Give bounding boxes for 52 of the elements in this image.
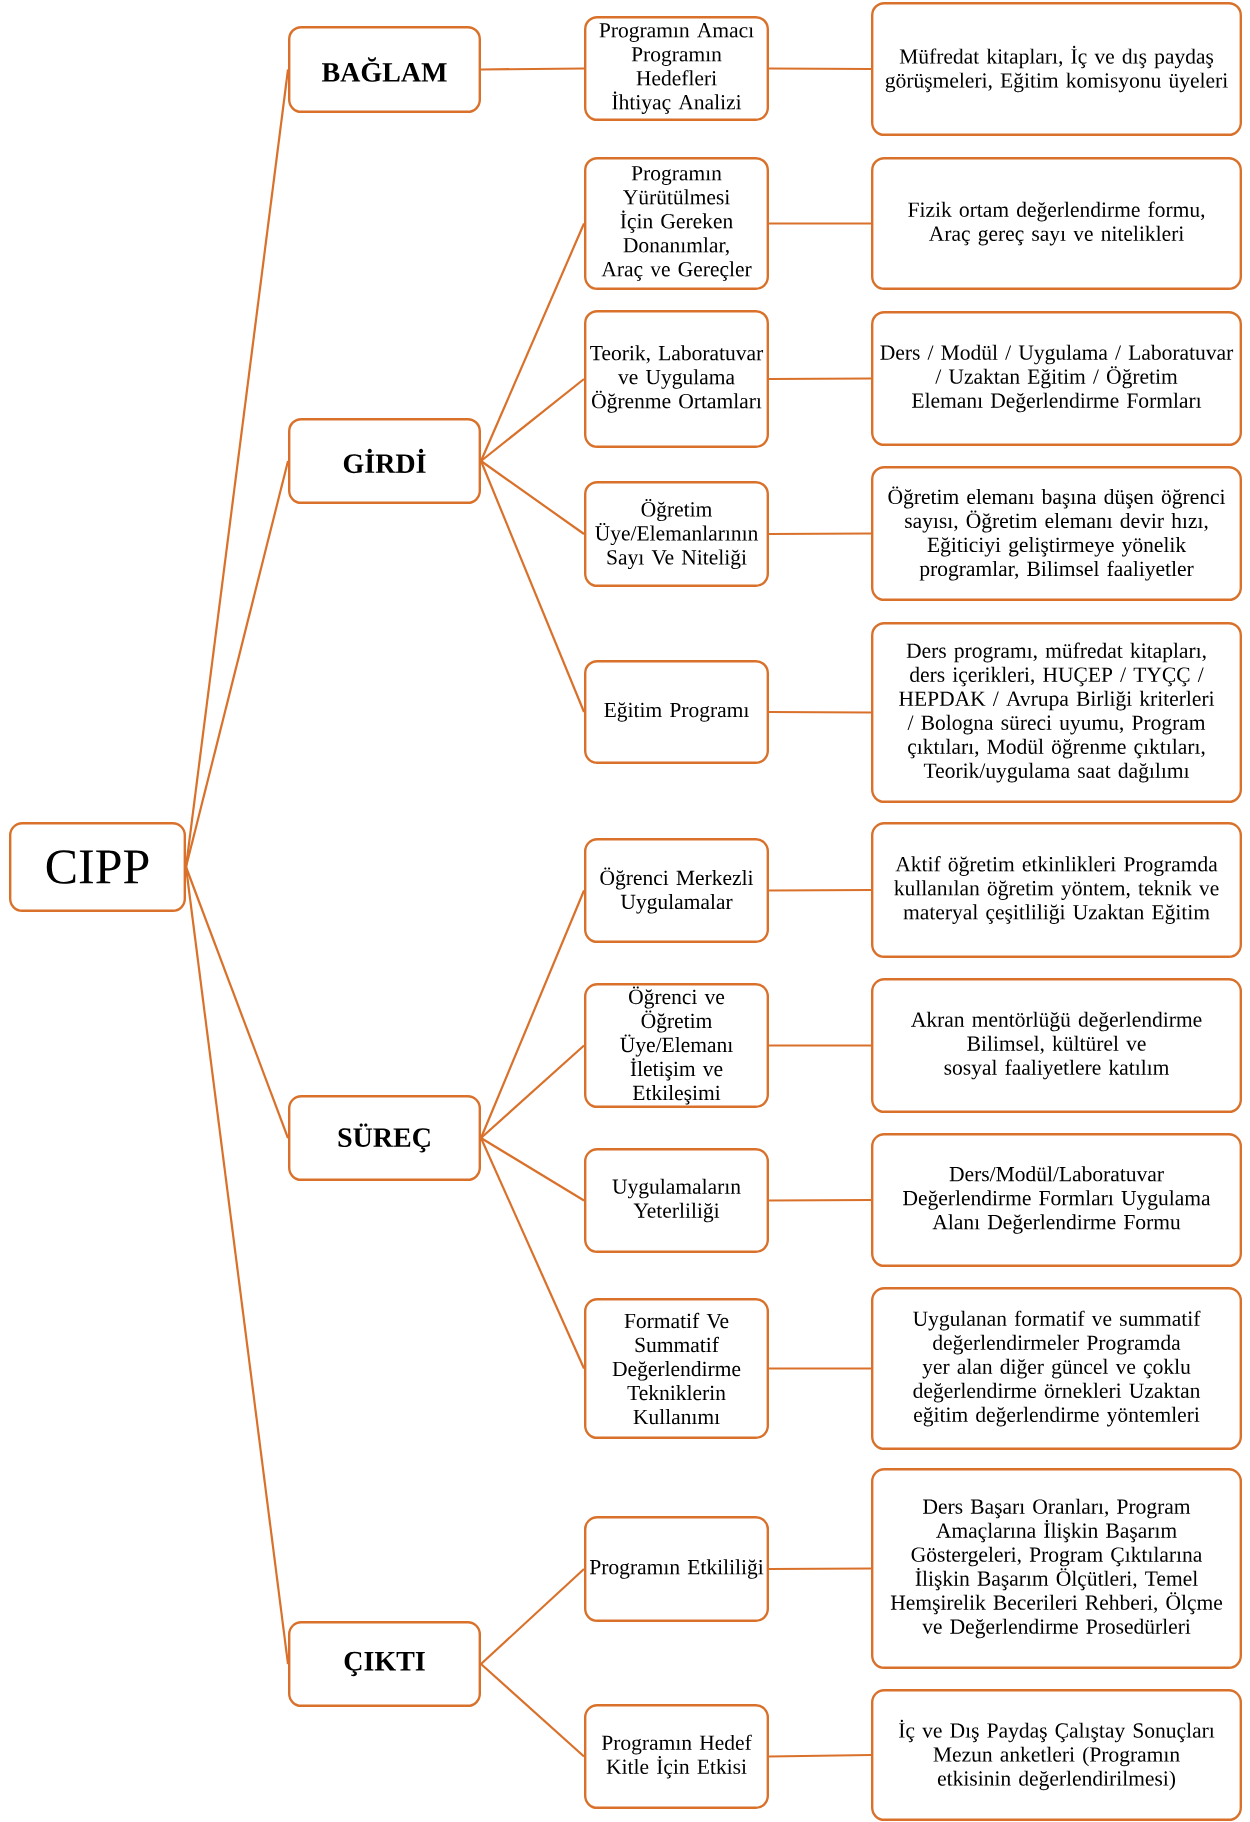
detail-box: Öğretim elemanı başına düşen öğrenci sayısı, Öğretim elemanı devir hızı, Eğiticiyi geliştirmeye yönelik programlar, Bilimsel faaliyetler: [871, 466, 1242, 601]
phase-box: BAĞLAM: [288, 26, 481, 113]
root-box: CIPP: [9, 822, 186, 912]
item-box: Uygulamaların Yeterliliği: [584, 1148, 769, 1253]
connector-line: [480, 460, 585, 535]
phase-box: GİRDİ: [288, 418, 481, 504]
item-box: Eğitim Programı: [584, 660, 769, 764]
item-box: Programın Hedef Kitle İçin Etkisi: [584, 1704, 769, 1809]
connector-line: [480, 1663, 585, 1758]
connector-line: [184, 460, 290, 868]
connector-line: [769, 1044, 871, 1047]
connector-line: [480, 460, 586, 713]
item-box: Programın Yürütülmesi İçin Gereken Donanımlar, Araç ve Gereçler: [584, 157, 769, 290]
detail-box: Müfredat kitapları, İç ve dış paydaş görüşmeleri, Eğitim komisyonu üyeleri: [871, 2, 1242, 136]
connector-line: [481, 67, 585, 71]
detail-box: Akran mentörlüğü değerlendirme Bilimsel, kültürel ve sosyal faaliyetlere katılım: [871, 978, 1242, 1113]
item-box: Formatif Ve Summatif Değerlendirme Tekniklerin Kullanımı: [584, 1298, 769, 1439]
connector-line: [769, 532, 871, 536]
item-box: Programın Amacı Programın Hedefleri İhtiyaç Analizi: [584, 16, 769, 121]
connector-line: [480, 223, 585, 462]
item-box: Öğrenci ve Öğretim Üye/Elemanı İletişim ve Etkileşimi: [584, 983, 769, 1108]
detail-box: İç ve Dış Paydaş Çalıştay Sonuçları Mezun anketleri (Programın etkisinin değerlendirilmesi): [871, 1689, 1242, 1821]
connector-line: [769, 1567, 871, 1571]
connector-line: [769, 1753, 872, 1758]
item-box: Öğrenci Merkezli Uygulamalar: [584, 838, 769, 943]
connector-line: [480, 378, 585, 462]
detail-box: Fizik ortam değerlendirme formu, Araç gereç sayı ve nitelikleri: [871, 157, 1242, 290]
detail-box: Ders programı, müfredat kitapları, ders içerikleri, HUÇEP / TYÇÇ / HEPDAK / Avrupa Birliği kriterleri / Bologna süreci uyumu, Program çıktıları, Modül öğrenme çıktıları, Teorik/uygulama saat dağılımı: [871, 622, 1242, 803]
item-box: Öğretim Üye/Elemanlarının Sayı Ve Niteliği: [584, 481, 769, 587]
detail-box: Ders Başarı Oranları, Program Amaçlarına İlişkin Başarım Göstergeleri, Program Çıktılarına İlişkin Başarım Ölçütleri, Temel Hemşirelik Becerileri Rehberi, Ölçme ve Değerlendirme Prosedürleri: [871, 1468, 1242, 1669]
connector-line: [769, 888, 871, 892]
connector-line: [769, 1367, 871, 1370]
detail-box: Ders / Modül / Uygulama / Laboratuvar / Uzaktan Eğitim / Öğretim Elemanı Değerlendirme Formları: [871, 311, 1242, 446]
item-box: Programın Etkililiği: [584, 1516, 769, 1622]
detail-box: Ders/Modül/Laboratuvar Değerlendirme Formları Uygulama Alanı Değerlendirme Formu: [871, 1133, 1242, 1267]
connector-line: [769, 1198, 871, 1202]
connector-line: [480, 1568, 585, 1665]
connector-line: [480, 1137, 585, 1202]
connector-line: [769, 377, 871, 381]
phase-box: SÜREÇ: [288, 1095, 481, 1181]
connector-line: [480, 890, 586, 1139]
connector-line: [480, 1137, 585, 1369]
connector-line: [184, 866, 290, 1139]
detail-box: Aktif öğretim etkinlikleri Programda kullanılan öğretim yöntem, teknik ve materyal çeşitliliği Uzaktan Eğitim: [871, 822, 1242, 958]
connector-line: [480, 1044, 585, 1139]
phase-box: ÇIKTI: [288, 1621, 481, 1707]
connector-line: [184, 866, 290, 1665]
detail-box: Uygulanan formatif ve summatif değerlendirmeler Programda yer alan diğer güncel ve çoklu değerlendirme örnekleri Uzaktan eğitim değerlendirme yöntemleri: [871, 1287, 1242, 1450]
connector-line: [769, 710, 871, 714]
connector-line: [769, 222, 871, 225]
connector-line: [769, 67, 871, 71]
item-box: Teorik, Laboratuvar ve Uygulama Öğrenme Ortamları: [584, 310, 769, 448]
